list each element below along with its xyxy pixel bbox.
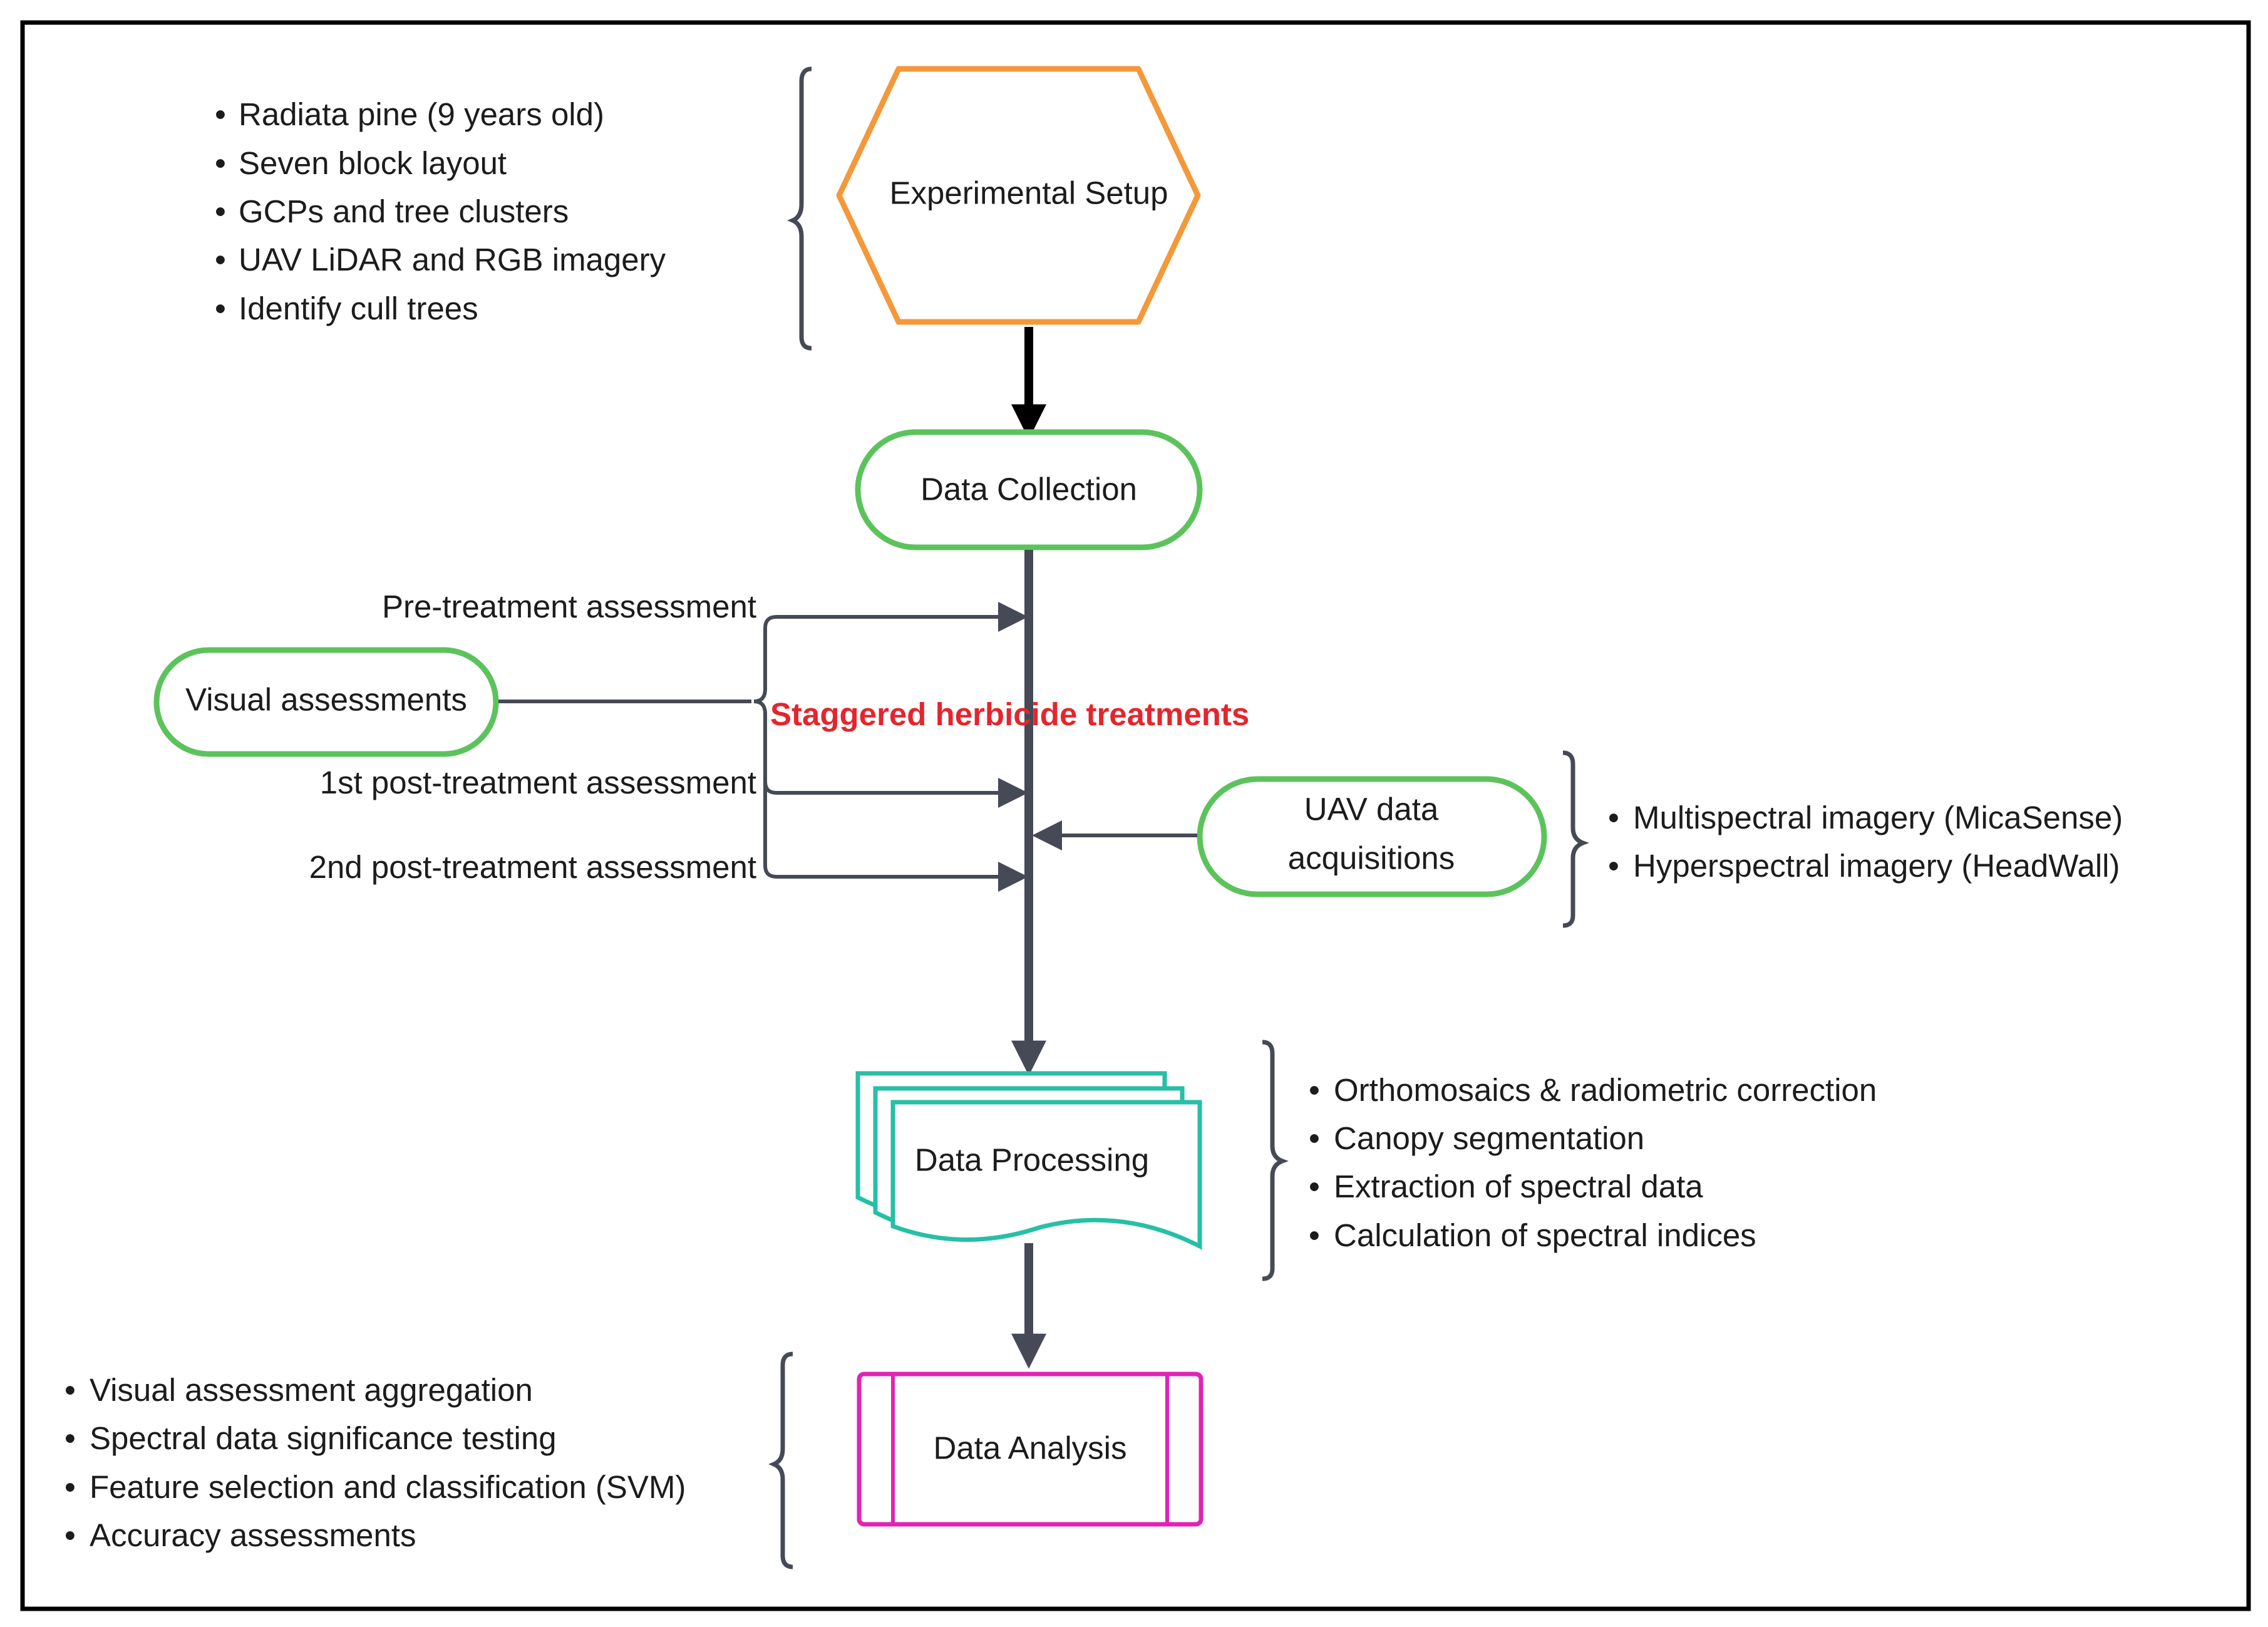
staggered-treatments-label: Staggered herbicide treatments bbox=[770, 696, 1249, 732]
list-item: Multispectral imagery (MicaSense) bbox=[1633, 800, 2123, 835]
uav-acquisitions-label-line2: acquisitions bbox=[1288, 840, 1455, 875]
list-item: • bbox=[1608, 800, 1619, 835]
experimental-setup-hexagon bbox=[836, 66, 1201, 325]
list-item: • bbox=[215, 291, 226, 326]
setup-bracket bbox=[787, 66, 812, 351]
list-item: UAV LiDAR and RGB imagery bbox=[239, 242, 666, 277]
list-item: Orthomosaics & radiometric correction bbox=[1334, 1072, 1877, 1108]
list-item: Extraction of spectral data bbox=[1334, 1169, 1703, 1204]
uav-acquisitions-label-line1: UAV data bbox=[1304, 791, 1439, 827]
list-item: Calculation of spectral indices bbox=[1334, 1217, 1756, 1253]
list-item: • bbox=[1309, 1120, 1320, 1156]
list-item: Hyperspectral imagery (HeadWall) bbox=[1633, 848, 2120, 884]
post-treatment-2-label: 2nd post-treatment assessment bbox=[309, 849, 756, 885]
list-item: • bbox=[64, 1517, 76, 1553]
list-item: Seven block layout bbox=[239, 145, 507, 181]
list-item: Radiata pine (9 years old) bbox=[239, 96, 604, 132]
setup-bullet-list: • Radiata pine (9 years old) • Seven blo… bbox=[215, 96, 666, 326]
uav-bracket bbox=[1562, 750, 1589, 928]
list-item: • bbox=[1309, 1169, 1320, 1204]
visual-assessments-label: Visual assessments bbox=[185, 681, 467, 717]
list-item: Identify cull trees bbox=[239, 291, 478, 326]
list-item: • bbox=[64, 1372, 76, 1408]
processing-bullet-list: • Orthomosaics & radiometric correction … bbox=[1309, 1072, 1877, 1253]
list-item: • bbox=[215, 96, 226, 132]
analysis-bracket bbox=[768, 1351, 793, 1569]
list-item: Canopy segmentation bbox=[1334, 1120, 1644, 1156]
list-item: • bbox=[215, 145, 226, 181]
list-item: • bbox=[1608, 848, 1619, 884]
document-front bbox=[890, 1100, 1202, 1250]
uav-bullet-list: • Multispectral imagery (MicaSense) • Hy… bbox=[1608, 800, 2123, 884]
pre-treatment-label: Pre-treatment assessment bbox=[382, 589, 756, 624]
list-item: • bbox=[1309, 1217, 1320, 1253]
assessment-branch-bracket bbox=[753, 615, 1026, 879]
data-analysis-label: Data Analysis bbox=[934, 1430, 1127, 1465]
list-item: • bbox=[64, 1469, 76, 1505]
data-collection-label: Data Collection bbox=[920, 471, 1137, 507]
list-item: Spectral data significance testing bbox=[90, 1420, 557, 1456]
list-item: • bbox=[64, 1420, 76, 1456]
data-processing-label: Data Processing bbox=[915, 1142, 1149, 1177]
uav-acquisitions-box bbox=[1197, 776, 1547, 897]
analysis-bullet-list: • Visual assessment aggregation • Spectr… bbox=[64, 1372, 686, 1553]
list-item: • bbox=[1309, 1072, 1320, 1108]
list-item: Visual assessment aggregation bbox=[90, 1372, 533, 1408]
list-item: GCPs and tree clusters bbox=[239, 194, 569, 229]
visual-assessments-box bbox=[153, 647, 499, 757]
processing-bracket bbox=[1262, 1040, 1289, 1281]
list-item: Accuracy assessments bbox=[90, 1517, 416, 1553]
list-item: • bbox=[215, 242, 226, 277]
experimental-setup-label: Experimental Setup bbox=[889, 175, 1168, 210]
post-treatment-1-label: 1st post-treatment assessment bbox=[320, 765, 756, 800]
data-collection-box bbox=[855, 429, 1203, 550]
list-item: Feature selection and classification (SV… bbox=[90, 1469, 686, 1505]
data-analysis-box bbox=[857, 1371, 1204, 1527]
data-processing-shape bbox=[855, 1071, 1202, 1250]
list-item: • bbox=[215, 194, 226, 229]
branch-arrow-post1 bbox=[763, 778, 1028, 808]
